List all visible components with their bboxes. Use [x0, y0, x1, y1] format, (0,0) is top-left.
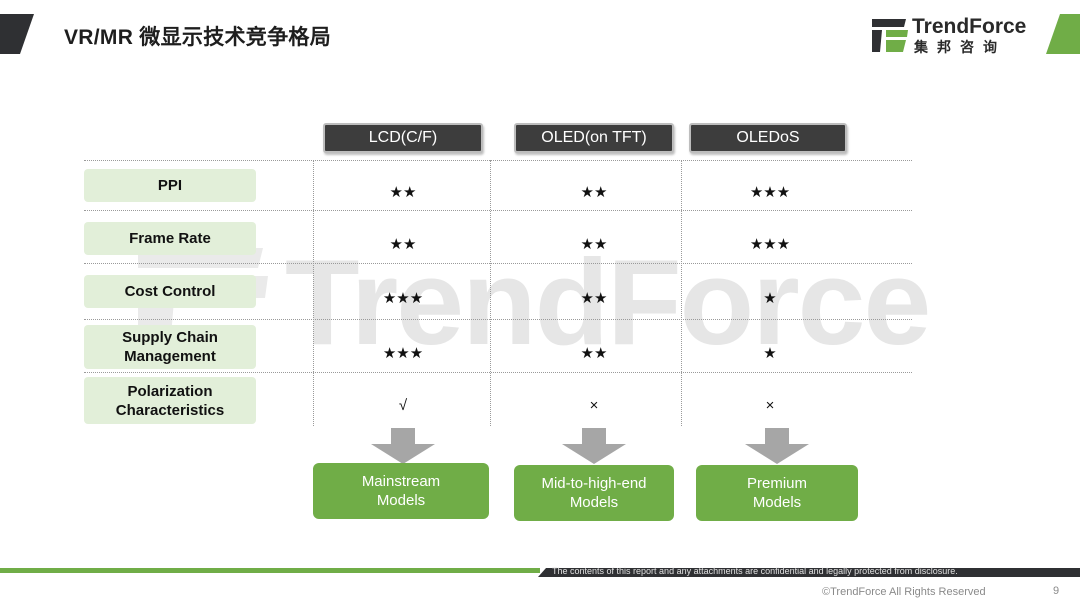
- page-title: VR/MR 微显示技术竞争格局: [64, 26, 331, 49]
- header-corner-shape-left: [0, 14, 34, 54]
- cell-frame-rate-oled: ★★: [580, 236, 608, 253]
- grid-column-line: [681, 160, 682, 426]
- grid-line: [84, 263, 912, 264]
- header-corner-shape-right: [1046, 14, 1080, 54]
- cell-supply-chain-oledos: ★: [763, 345, 777, 362]
- row-label-ppi: PPI: [84, 169, 256, 202]
- outcome-premium-models: Premium Models: [696, 465, 858, 521]
- row-label-supply-chain-management: Supply Chain Management: [84, 325, 256, 369]
- outcome-mid-to-high-end-models: Mid-to-high-end Models: [514, 465, 674, 521]
- cell-ppi-oledos: ★★★: [749, 184, 791, 201]
- cell-polarization-oledos: ×: [765, 397, 775, 414]
- trendforce-logo-icon: [872, 19, 908, 52]
- row-label-frame-rate: Frame Rate: [84, 222, 256, 255]
- column-header-oled-on-tft: OLED(on TFT): [514, 123, 674, 153]
- cell-supply-chain-lcd: ★★★: [382, 345, 424, 362]
- cell-polarization-oled: ×: [589, 397, 599, 414]
- logo-chinese-wordmark: 集邦咨询: [914, 39, 1006, 55]
- down-arrow-icon: [371, 428, 435, 464]
- down-arrow-icon: [745, 428, 809, 464]
- outcome-mainstream-models: Mainstream Models: [313, 463, 489, 519]
- row-label-polarization-characteristics: Polarization Characteristics: [84, 377, 256, 424]
- watermark-text: TrendForce: [285, 234, 931, 370]
- grid-line: [84, 210, 912, 211]
- column-header-oledos: OLEDoS: [689, 123, 847, 153]
- cell-polarization-lcd: √: [398, 397, 408, 414]
- cell-cost-control-lcd: ★★★: [382, 290, 424, 307]
- cell-cost-control-oled: ★★: [580, 290, 608, 307]
- grid-column-line: [490, 160, 491, 426]
- footer-disclaimer: The contents of this report and any atta…: [552, 566, 958, 576]
- column-header-lcd: LCD(C/F): [323, 123, 483, 153]
- down-arrow-icon: [562, 428, 626, 464]
- row-label-cost-control: Cost Control: [84, 275, 256, 308]
- cell-cost-control-oledos: ★: [763, 290, 777, 307]
- grid-line: [84, 372, 912, 373]
- cell-ppi-oled: ★★: [580, 184, 608, 201]
- footer-dark-bar: [538, 568, 1080, 577]
- cell-frame-rate-oledos: ★★★: [749, 236, 791, 253]
- page-number: 9: [1053, 585, 1060, 597]
- cell-frame-rate-lcd: ★★: [389, 236, 417, 253]
- cell-ppi-lcd: ★★: [389, 184, 417, 201]
- footer-copyright: ©TrendForce All Rights Reserved: [822, 586, 986, 598]
- grid-line: [84, 319, 912, 320]
- cell-supply-chain-oled: ★★: [580, 345, 608, 362]
- grid-line: [84, 160, 912, 161]
- logo-wordmark: TrendForce: [912, 15, 1027, 38]
- footer-green-bar: [0, 568, 540, 573]
- grid-column-line: [313, 160, 314, 426]
